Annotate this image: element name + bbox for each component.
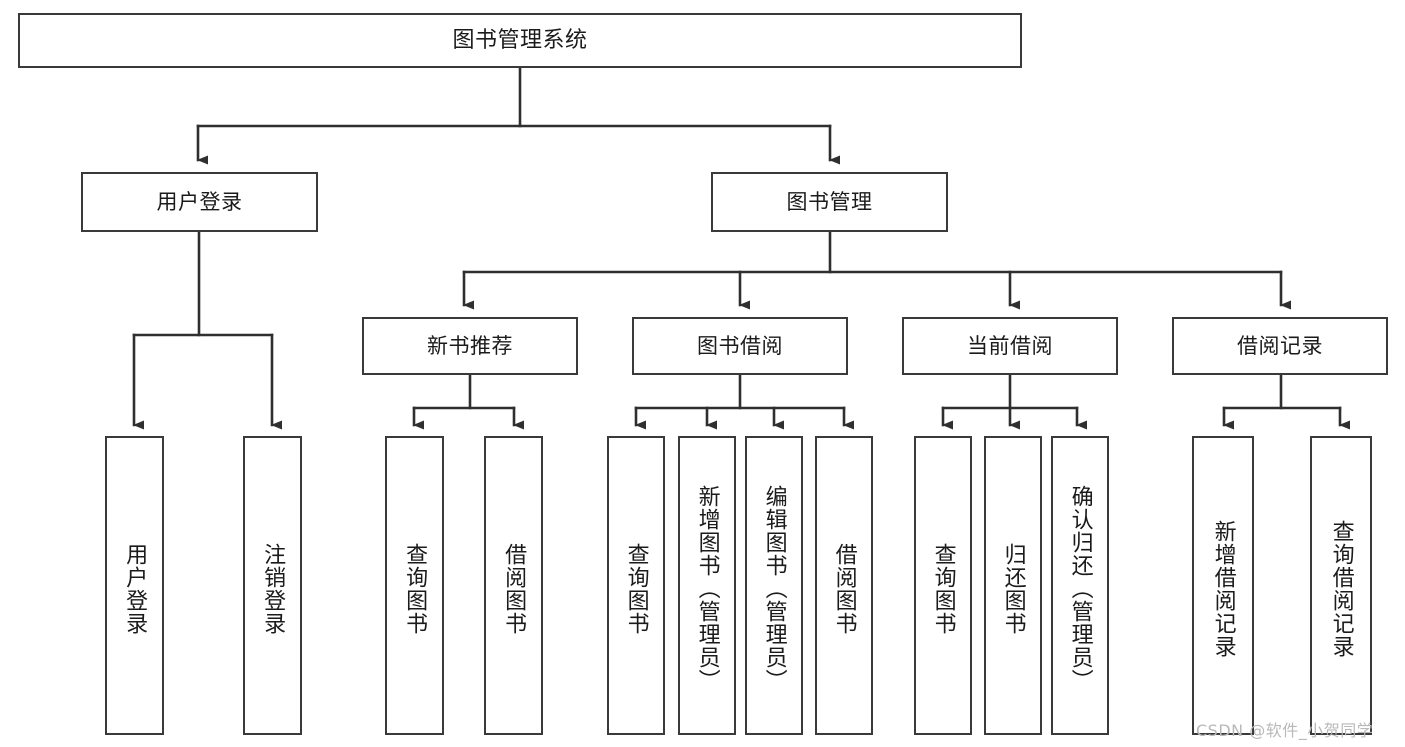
node-leaf-borrow-book-new[interactable]: 借阅图书 [484, 436, 543, 735]
node-leaf-query-borrow-record[interactable]: 查询借阅记录 [1310, 436, 1372, 735]
node-label: 当前借阅 [967, 333, 1053, 358]
node-leaf-query-book-current[interactable]: 查询图书 [914, 436, 972, 735]
node-label: 确认归还（管理员） [1067, 485, 1093, 692]
node-user-login[interactable]: 用户登录 [81, 172, 318, 232]
node-label: 归还图书 [1000, 542, 1026, 635]
node-label: 查询图书 [402, 542, 428, 635]
node-label: 查询借阅记录 [1328, 519, 1354, 658]
watermark-csdn: CSDN @软件_小贺同学 [1196, 721, 1374, 740]
node-label: 用户登录 [156, 189, 243, 214]
node-root-book-management-system[interactable]: 图书管理系统 [18, 13, 1022, 68]
node-label: 新增图书（管理员） [694, 485, 720, 692]
node-label: 借阅图书 [831, 542, 857, 635]
node-label: 查询图书 [930, 542, 956, 635]
node-book-borrowing[interactable]: 图书借阅 [632, 317, 848, 375]
node-label: 图书借阅 [697, 333, 783, 358]
node-borrowing-record[interactable]: 借阅记录 [1172, 317, 1388, 375]
node-leaf-add-borrow-record[interactable]: 新增借阅记录 [1192, 436, 1254, 735]
node-label: 新书推荐 [427, 333, 513, 358]
node-leaf-borrow-book[interactable]: 借阅图书 [815, 436, 873, 735]
node-book-management[interactable]: 图书管理 [711, 172, 948, 232]
node-label: 编辑图书（管理员） [761, 485, 787, 692]
node-label: 用户登录 [122, 542, 148, 635]
node-label: 查询图书 [623, 542, 649, 635]
node-label: 注销登录 [260, 542, 286, 635]
node-label: 图书管理 [786, 189, 873, 214]
node-label: 借阅图书 [501, 542, 527, 635]
node-leaf-logout[interactable]: 注销登录 [243, 436, 302, 735]
node-label: 借阅记录 [1237, 333, 1323, 358]
node-leaf-user-login[interactable]: 用户登录 [105, 436, 164, 735]
node-label: 图书管理系统 [452, 27, 588, 53]
node-current-borrowing[interactable]: 当前借阅 [902, 317, 1118, 375]
node-label: 新增借阅记录 [1210, 519, 1236, 658]
node-leaf-edit-book-admin[interactable]: 编辑图书（管理员） [745, 436, 803, 735]
node-leaf-return-book[interactable]: 归还图书 [984, 436, 1042, 735]
node-leaf-query-book-new[interactable]: 查询图书 [385, 436, 444, 735]
node-new-book-recommendation[interactable]: 新书推荐 [362, 317, 578, 375]
node-leaf-query-book-borrow[interactable]: 查询图书 [607, 436, 665, 735]
node-leaf-confirm-return-admin[interactable]: 确认归还（管理员） [1051, 436, 1109, 735]
node-leaf-add-book-admin[interactable]: 新增图书（管理员） [678, 436, 736, 735]
